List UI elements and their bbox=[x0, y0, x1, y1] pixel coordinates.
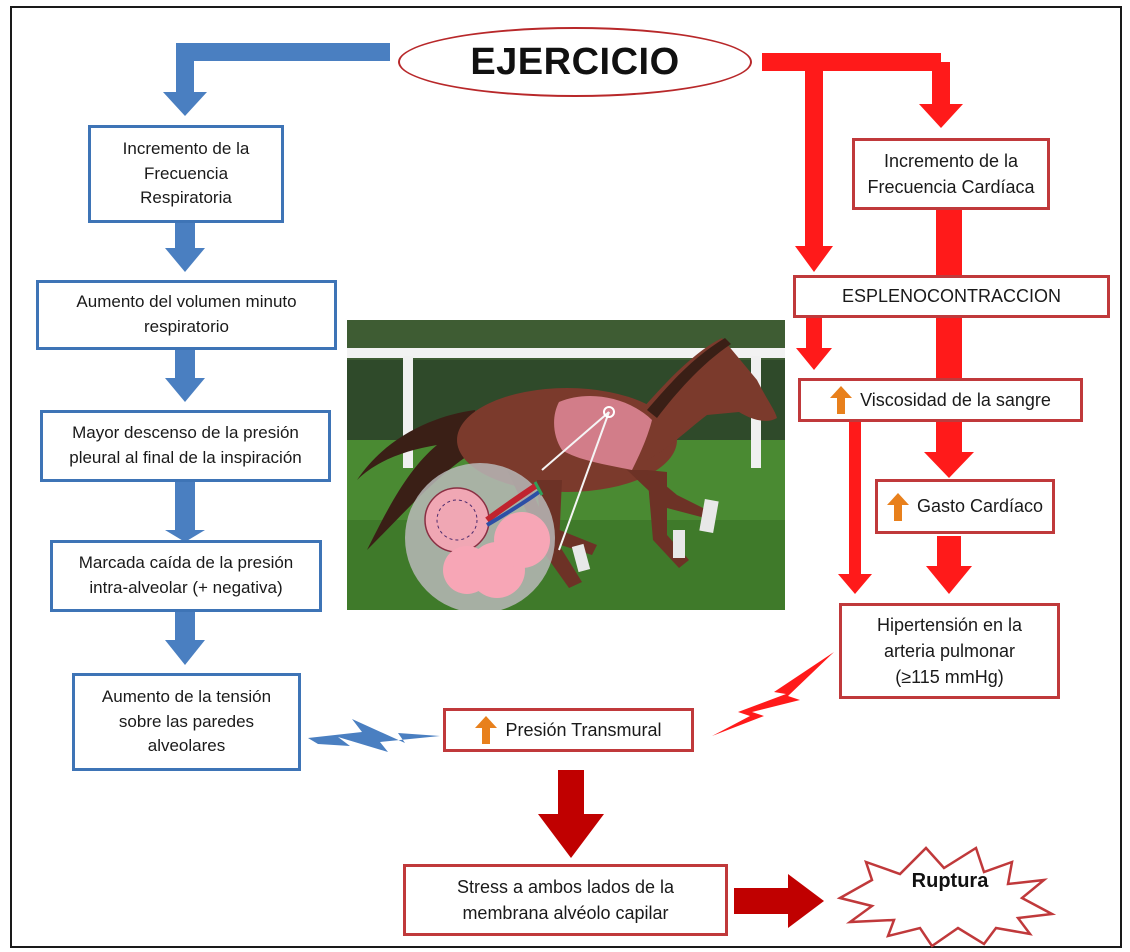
red-stem-visc-to-hyper bbox=[849, 420, 861, 576]
red-arrowhead-viscosity bbox=[796, 348, 832, 370]
blue-arrow-2 bbox=[165, 222, 205, 272]
up-arrow-icon bbox=[475, 716, 497, 744]
blue-lightning-to-tension bbox=[308, 719, 440, 752]
box-alveolar-wall-tension-text: Aumento de la tensión sobre las paredes … bbox=[101, 687, 272, 756]
box-transmural-pressure: Presión Transmural bbox=[443, 708, 694, 752]
box-pulmonary-hypertension: Hipertensión en la arteria pulmonar (≥11… bbox=[839, 603, 1060, 699]
box-minute-volume: Aumento del volumen minuto respiratorio bbox=[36, 280, 337, 350]
box-blood-viscosity-text: Viscosidad de la sangre bbox=[860, 389, 1051, 410]
box-alveolar-pressure-text: Marcada caída de la presión intra-alveol… bbox=[78, 553, 294, 597]
box-pleural-pressure: Mayor descenso de la presión pleural al … bbox=[40, 410, 331, 482]
red-arrowhead-output bbox=[924, 452, 974, 478]
box-respiratory-rate: Incremento de la Frecuencia Respiratoria bbox=[88, 125, 284, 223]
box-alveolar-wall-tension: Aumento de la tensión sobre las paredes … bbox=[72, 673, 301, 771]
box-blood-viscosity: Viscosidad de la sangre bbox=[798, 378, 1083, 422]
red-stem-output-to-hyper bbox=[937, 536, 961, 568]
box-heart-rate: Incremento de la Frecuencia Cardíaca bbox=[852, 138, 1050, 210]
box-cardiac-output-text: Gasto Cardíaco bbox=[916, 496, 1044, 517]
title-exercise: EJERCICIO bbox=[470, 40, 680, 83]
red-stem-heart bbox=[932, 62, 950, 106]
title-ellipse: EJERCICIO bbox=[398, 27, 752, 97]
darkred-arrowhead-rupture bbox=[788, 874, 824, 928]
box-respiratory-rate-text: Incremento de la Frecuencia Respiratoria bbox=[122, 139, 250, 208]
box-cardiac-output: Gasto Cardíaco bbox=[875, 479, 1055, 534]
rupture-burst-shape bbox=[836, 846, 1057, 948]
box-transmural-pressure-text: Presión Transmural bbox=[505, 719, 662, 740]
box-pleural-pressure-text: Mayor descenso de la presión pleural al … bbox=[69, 423, 302, 467]
red-lightning-to-transmural bbox=[712, 652, 834, 736]
red-arrowhead-splenic bbox=[795, 246, 833, 272]
red-arrowhead-visc-to-hyper bbox=[838, 574, 872, 594]
darkred-stem-stress bbox=[558, 770, 584, 816]
box-splenic-contraction: ESPLENOCONTRACCION bbox=[793, 275, 1110, 318]
box-minute-volume-text: Aumento del volumen minuto respiratorio bbox=[76, 292, 297, 336]
red-stem-viscosity bbox=[806, 316, 822, 350]
horse-lung-illustration bbox=[347, 320, 785, 610]
up-arrow-icon bbox=[887, 493, 909, 521]
red-arrowhead-heart bbox=[919, 104, 963, 128]
blue-arrow-3 bbox=[165, 350, 205, 402]
box-pulmonary-hypertension-text: Hipertensión en la arteria pulmonar (≥11… bbox=[876, 614, 1023, 688]
box-alveolar-pressure: Marcada caída de la presión intra-alveol… bbox=[50, 540, 322, 612]
up-arrow-icon bbox=[830, 386, 852, 414]
red-stem-splenic bbox=[805, 62, 823, 248]
rupture-label: Ruptura bbox=[911, 870, 989, 892]
box-heart-rate-text: Incremento de la Frecuencia Cardíaca bbox=[867, 150, 1035, 197]
blue-arrow-5 bbox=[165, 612, 205, 665]
red-arrowhead-output-to-hyper bbox=[926, 566, 972, 594]
box-splenic-contraction-text: ESPLENOCONTRACCION bbox=[841, 286, 1062, 307]
blue-arrow-4 bbox=[165, 482, 205, 542]
blue-arrowhead-1 bbox=[163, 92, 207, 116]
darkred-stem-rupture bbox=[734, 888, 790, 914]
darkred-arrowhead-stress bbox=[538, 814, 604, 858]
blue-arrow-title-to-respiratory bbox=[176, 43, 390, 96]
box-capillary-stress-text: Stress a ambos lados de la membrana alvé… bbox=[456, 876, 675, 923]
diagram-frame bbox=[10, 6, 1122, 948]
box-capillary-stress: Stress a ambos lados de la membrana alvé… bbox=[403, 864, 728, 936]
